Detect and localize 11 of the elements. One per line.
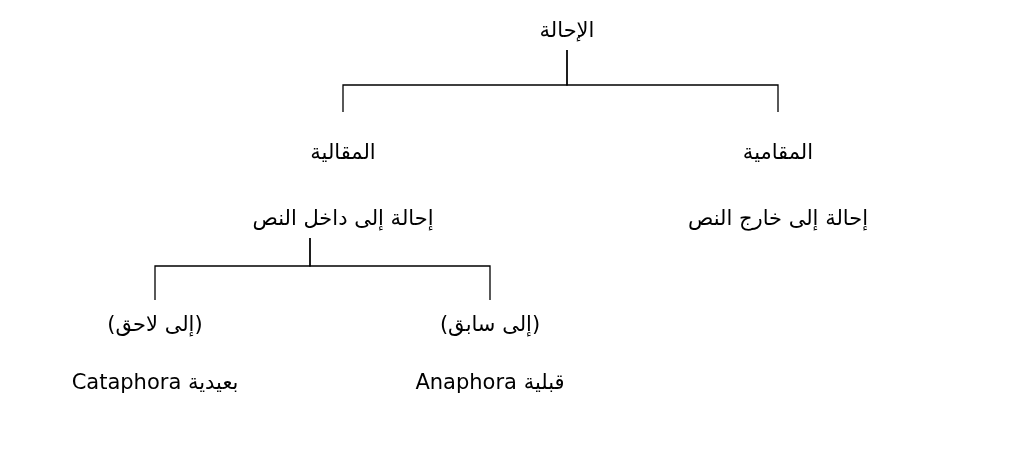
- description-label: إحالة إلى خارج النص: [688, 205, 868, 233]
- description-label: بعيدية Cataphora: [71, 369, 239, 396]
- category-label: المقامية: [741, 139, 815, 166]
- category-label: (إلى لاحق): [106, 311, 204, 339]
- tree-connector: [309, 237, 491, 301]
- tree-connector: [566, 49, 779, 113]
- category-label: الإحالة: [539, 17, 595, 44]
- description-label: إحالة إلى داخل النص: [252, 205, 434, 233]
- description-label: قبلية Anaphora: [415, 369, 565, 396]
- category-label: المقالية: [309, 139, 377, 166]
- category-label: (إلى سابق): [438, 311, 542, 339]
